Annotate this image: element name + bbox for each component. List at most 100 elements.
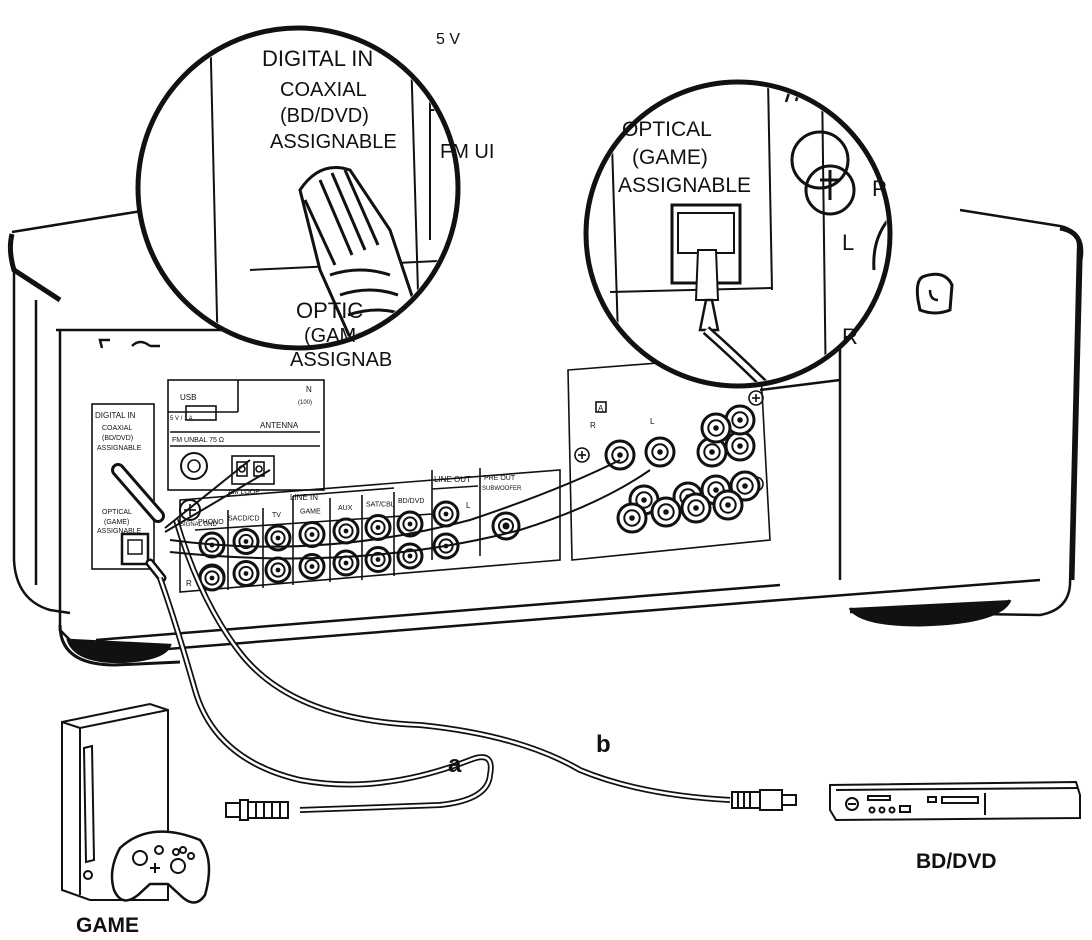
line-in-r-label: R xyxy=(186,579,192,588)
coaxial-src-label: (BD/DVD) xyxy=(102,435,133,442)
rca-jack-pin xyxy=(629,515,635,521)
rca-jack-pin xyxy=(641,497,647,503)
receiver-body xyxy=(7,206,1084,667)
line-out-label: LINE OUT xyxy=(434,475,471,484)
subwoofer-label: SUBWOOFER xyxy=(482,486,522,492)
line-in-input-label: SAT/CBL xyxy=(366,502,395,509)
mag-right-line1: OPTICAL xyxy=(622,118,712,141)
rca-jack-pin xyxy=(309,564,315,569)
antenna-label: ANTENNA xyxy=(260,421,299,430)
rca-jack-pin xyxy=(275,535,281,541)
speaker-r-label: R xyxy=(590,421,596,430)
rca-jack-pin xyxy=(407,521,413,527)
rca-jack-pin xyxy=(309,532,315,537)
rca-jack-pin xyxy=(725,502,731,508)
cable-b-label: b xyxy=(596,731,611,758)
mag-left-line4: ASSIGNABLE xyxy=(270,131,397,153)
rca-jack-inner xyxy=(338,523,354,539)
rca-jacks xyxy=(198,500,460,592)
rca-jack-inner xyxy=(304,558,320,575)
fm-label: FM UNBAL 75 Ω xyxy=(172,437,224,444)
rca-jack-inner xyxy=(651,443,669,461)
line-in-input-label: SACD/CD xyxy=(228,516,260,523)
rca-jack-inner xyxy=(238,533,254,550)
cables xyxy=(111,459,731,813)
rca-jack-inner xyxy=(270,530,286,546)
am-label: AM LOOP xyxy=(228,489,260,496)
rca-jack-pin xyxy=(737,443,743,449)
rca-jack-pin xyxy=(243,539,249,544)
rca-jack-inner xyxy=(707,419,725,437)
rca-jack-pin xyxy=(343,528,349,534)
lan-sub-label: (100) xyxy=(298,400,312,406)
mag-right-p: P xyxy=(872,176,887,201)
rca-jack-pin xyxy=(737,417,743,423)
rca-jack-pin xyxy=(663,509,669,515)
rca-jack-inner xyxy=(438,506,454,522)
mag-left-optic: OPTIC xyxy=(296,298,363,323)
mag-left-gam: (GAM xyxy=(304,325,356,347)
rca-jack-inner xyxy=(270,562,286,578)
rca-jack-inner xyxy=(370,519,386,536)
digital-in-label: DIGITAL IN xyxy=(95,411,136,420)
mag-left-line2: COAXIAL xyxy=(280,79,367,101)
mag-left-top: 5 V xyxy=(436,31,460,48)
rca-jack-pin xyxy=(657,449,663,455)
rca-jack-pin xyxy=(617,452,623,458)
rca-jack-pin xyxy=(375,525,381,530)
rca-jack-inner xyxy=(635,491,653,509)
line-in-label: LINE IN xyxy=(290,493,318,502)
rca-jack-pin xyxy=(713,487,719,493)
rca-jack-inner xyxy=(687,499,705,517)
line-in-input-label: TV xyxy=(272,512,281,519)
line-in-input-label: AUX xyxy=(338,505,353,512)
usb-label: USB xyxy=(180,393,196,402)
speaker-a-label: A xyxy=(598,404,604,413)
rca-jack-pin xyxy=(713,425,719,431)
cable-a-label: a xyxy=(448,751,462,778)
optical-plug-a xyxy=(225,799,289,821)
assignable-label: ASSIGNABLE xyxy=(97,445,142,452)
magnifier-right: OPTICAL (GAME) ASSIGNABLE L R P xyxy=(583,79,893,389)
mag-left-line3: (BD/DVD) xyxy=(280,105,369,127)
speaker-posts xyxy=(604,404,761,534)
line-in-input-label: GAME xyxy=(300,509,321,516)
bd-dvd-label: BD/DVD xyxy=(916,850,997,873)
usb-power-label: 5 V / 1 A xyxy=(170,416,193,422)
rear-panel-labels: USB 5 V / 1 A N (100) DIGITAL IN COAXIAL… xyxy=(95,385,655,588)
rca-jack-inner xyxy=(719,496,737,514)
game-label: GAME xyxy=(76,914,139,937)
rca-jack-inner xyxy=(731,437,749,455)
coaxial-plug-b xyxy=(731,789,797,811)
lan-label: N xyxy=(306,385,312,394)
rca-jack-inner xyxy=(402,516,418,532)
coaxial-label: COAXIAL xyxy=(102,425,132,432)
mag-left-fm: FM UI xyxy=(440,141,494,163)
rca-jack-inner xyxy=(611,446,629,464)
line-out-l-label: L xyxy=(466,501,471,510)
rca-jack-inner xyxy=(731,411,749,429)
rca-jack-inner xyxy=(703,443,721,461)
optical-label: OPTICAL xyxy=(102,509,132,516)
rca-jack-inner xyxy=(238,565,254,582)
rca-jack-pin xyxy=(443,511,449,517)
mag-right-line3: ASSIGNABLE xyxy=(618,174,751,197)
rca-jack-pin xyxy=(407,553,413,559)
rca-jack-pin xyxy=(343,560,349,566)
rca-jack-inner xyxy=(736,477,754,495)
game-console-icon xyxy=(61,702,211,904)
optical-assignable-label: ASSIGNABLE xyxy=(97,528,142,535)
rca-jack-inner xyxy=(204,570,220,586)
rca-jack-pin xyxy=(275,567,281,573)
rca-jack-inner xyxy=(402,548,418,564)
rca-jack-inner xyxy=(304,526,320,543)
rca-jack-pin xyxy=(693,505,699,511)
rca-jack-pin xyxy=(243,571,249,576)
mag-left-assignab: ASSIGNAB xyxy=(290,349,392,371)
mag-right-l: L xyxy=(842,230,854,255)
mag-right-r: R xyxy=(842,324,858,349)
rca-jack-inner xyxy=(657,503,675,521)
